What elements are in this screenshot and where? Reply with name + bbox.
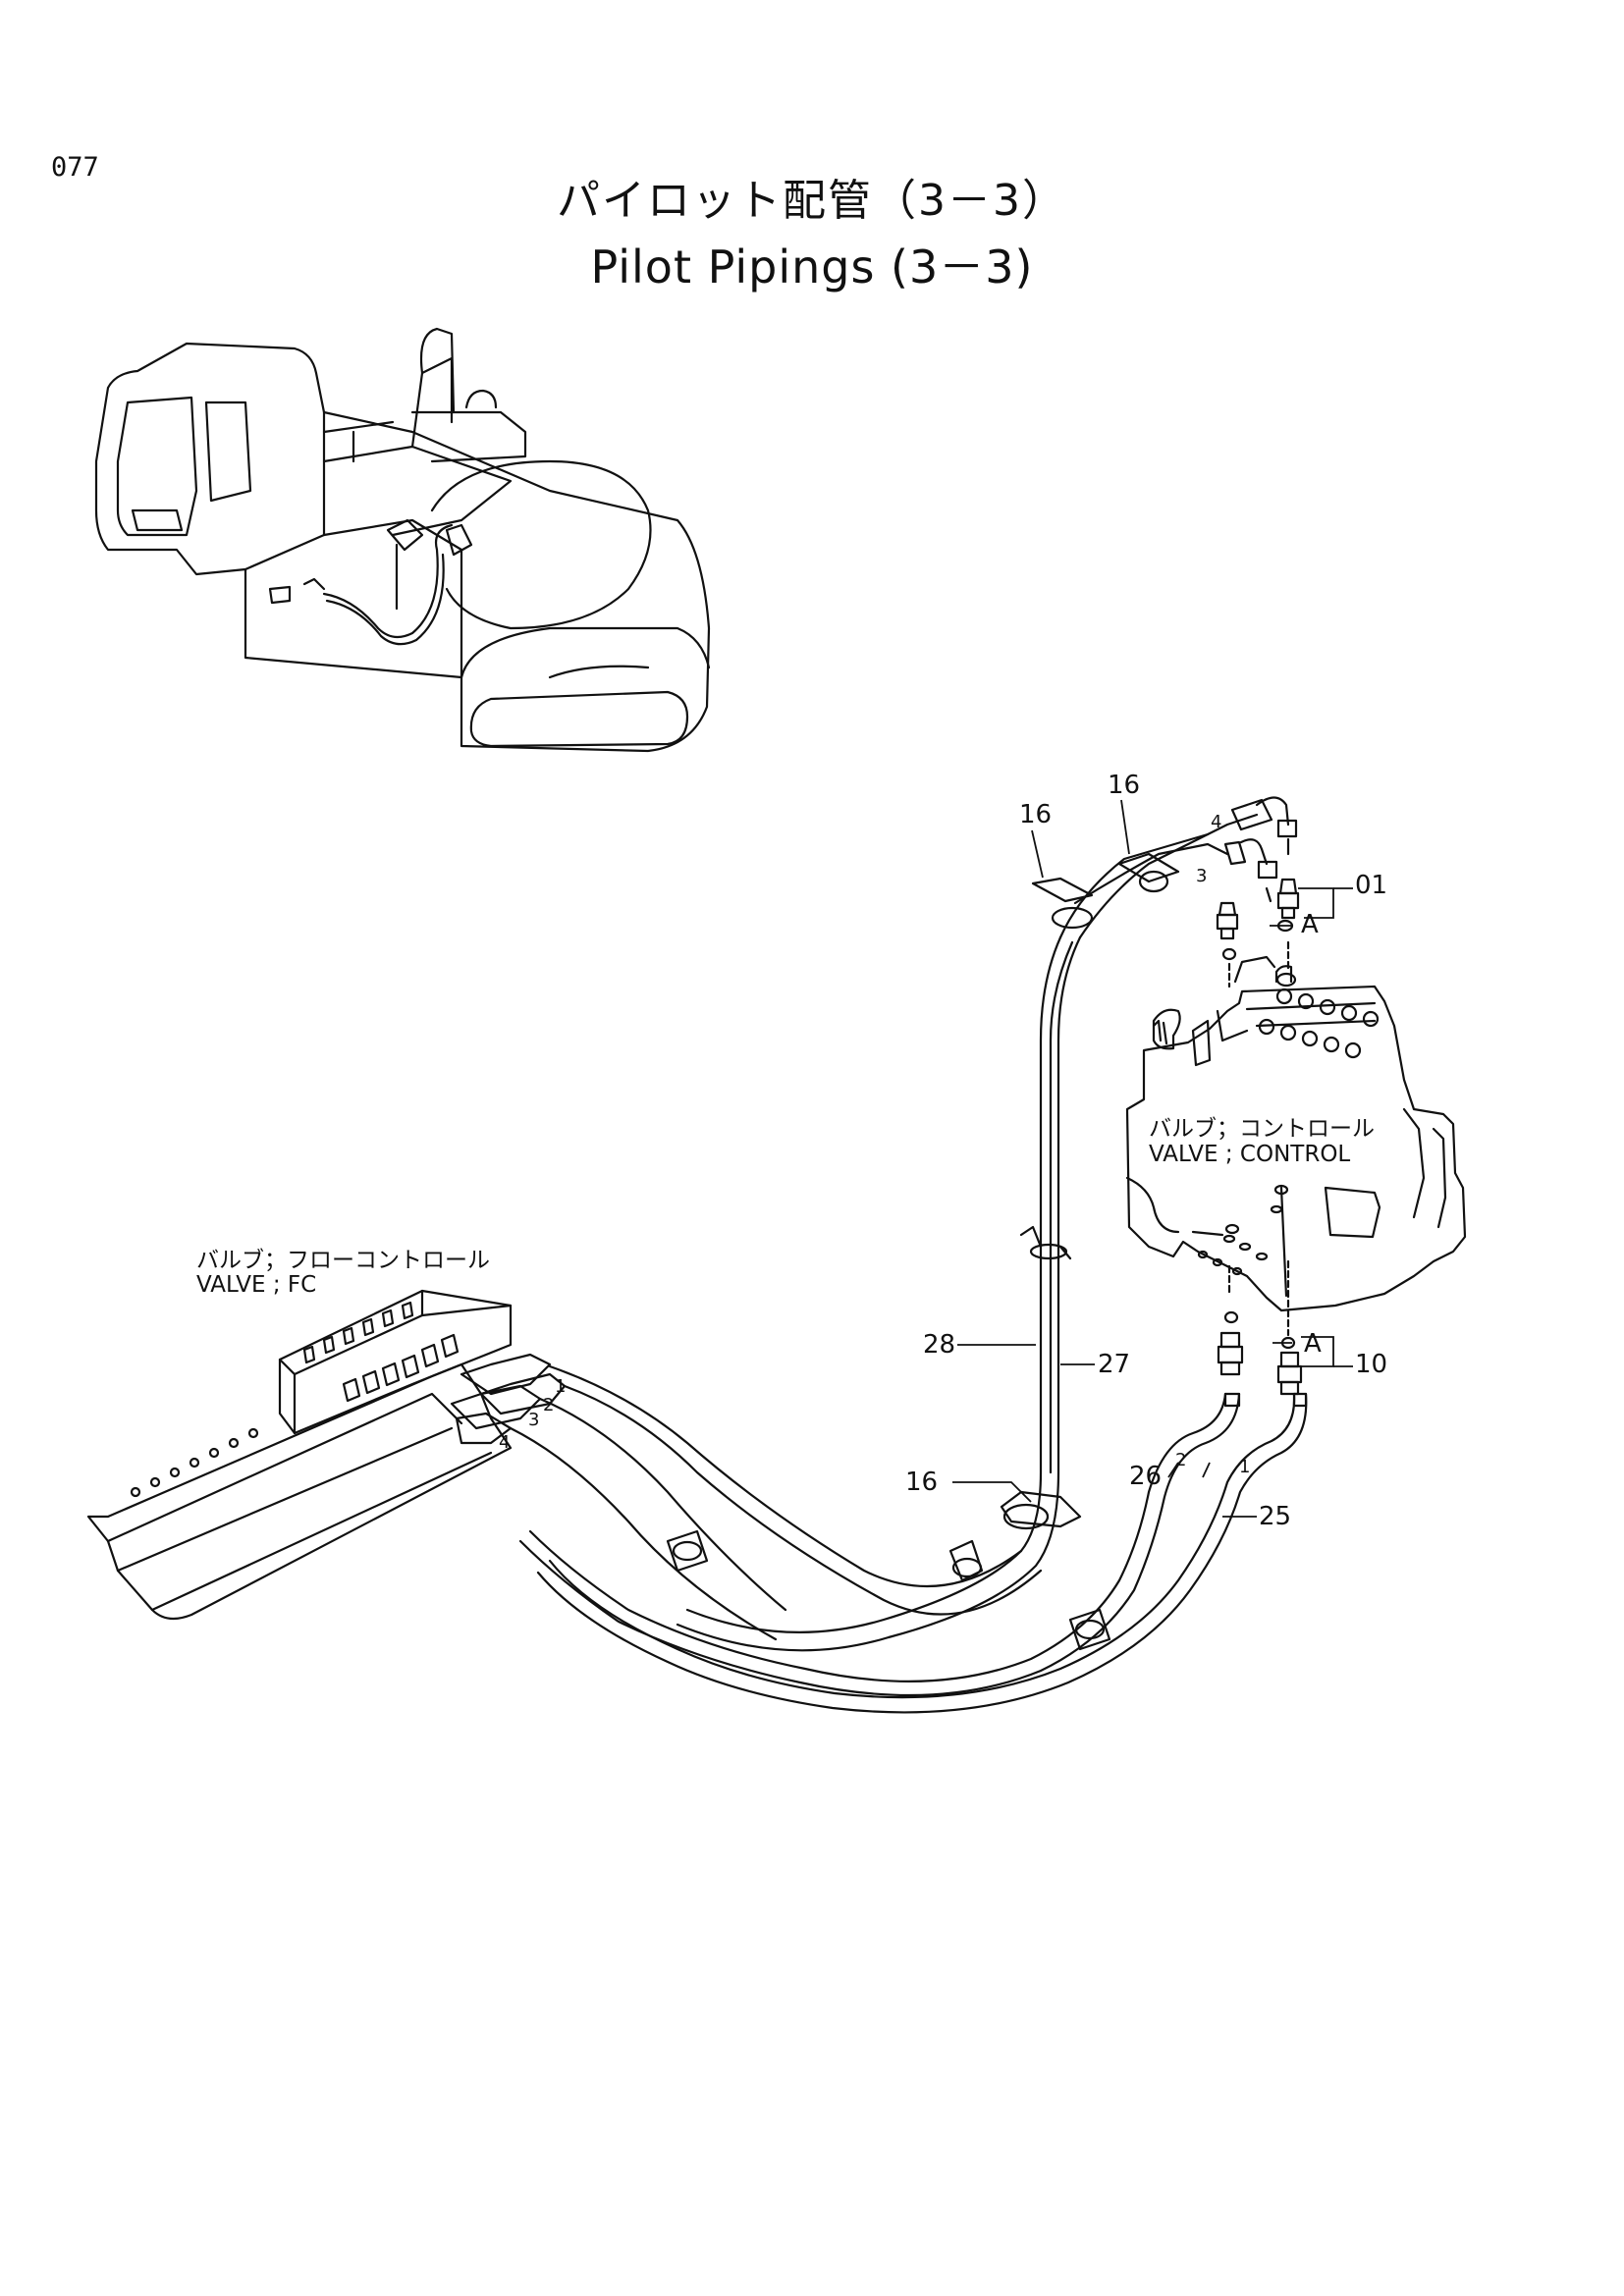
fc-hose-fittings-illustration (450, 1353, 1043, 1641)
callout-16-top-left: 16 (1019, 800, 1052, 829)
callout-10: 10 (1355, 1350, 1387, 1379)
callout-28: 28 (923, 1330, 955, 1360)
valve-fc-label-en: VALVE ; FC (196, 1272, 317, 1298)
valve-control-label-jp: バルブ；コントロール (1149, 1116, 1375, 1142)
fitting-01-illustration (1216, 878, 1300, 988)
hoses-25-26-illustration (518, 1392, 1308, 1714)
callout-25: 25 (1259, 1502, 1291, 1531)
flow-control-valve-illustration (86, 1289, 513, 1621)
fc-mark-2: 2 (543, 1395, 554, 1415)
hose-mark-3-top: 3 (1196, 866, 1207, 886)
callout-16-bottom: 16 (905, 1468, 938, 1497)
callout-27: 27 (1098, 1350, 1130, 1379)
excavator-overview-illustration (94, 327, 711, 753)
callout-a-bottom: A (1304, 1329, 1322, 1359)
page-number: 077 (51, 152, 99, 183)
fc-mark-4: 4 (499, 1432, 510, 1453)
callout-16-top-right: 16 (1108, 771, 1140, 800)
callout-01: 01 (1355, 871, 1387, 900)
page-title-japanese: パイロット配管（3－3） (557, 176, 1067, 226)
fc-mark-1: 1 (555, 1376, 566, 1397)
hose-mark-1-bottom: 1 (1239, 1457, 1250, 1477)
page-title-english: Pilot Pipings (3－3) (590, 240, 1034, 294)
valve-fc-label-jp: バルブ；フローコントロール (196, 1248, 490, 1273)
callout-a-top: A (1301, 910, 1319, 939)
hoses-27-28-illustration (676, 796, 1298, 1652)
callout-26: 26 (1129, 1462, 1162, 1491)
clamp-16-illustrations (666, 852, 1180, 1651)
fc-mark-3: 3 (528, 1410, 539, 1430)
valve-control-label-en: VALVE ; CONTROL (1149, 1142, 1351, 1167)
fitting-10-illustration (1217, 1259, 1303, 1396)
control-valve-illustration (1125, 955, 1467, 1312)
hose-mark-2-bottom: 2 (1175, 1450, 1186, 1470)
hose-mark-4-top: 4 (1211, 812, 1221, 832)
